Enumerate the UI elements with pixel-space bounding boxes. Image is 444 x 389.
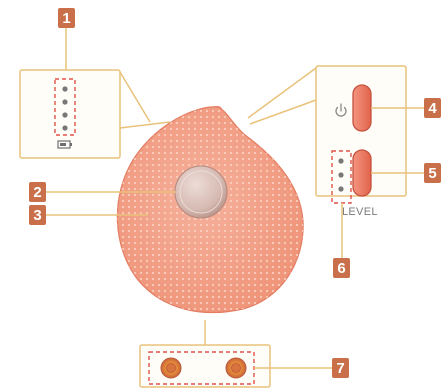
charging-contact-right-core <box>231 363 241 373</box>
level-label: LEVEL <box>342 206 378 218</box>
battery-lights-outline <box>54 78 76 136</box>
callout-badge-6: 6 <box>333 258 350 278</box>
panel-1-connector-bottom <box>119 121 171 129</box>
panel-1-connector-top <box>119 71 151 123</box>
battery-light-1 <box>62 86 68 92</box>
callout-badge-5: 5 <box>424 163 441 183</box>
callout-number-6: 6 <box>337 260 345 277</box>
callout-badge-3: 3 <box>29 205 46 225</box>
battery-icon <box>57 140 72 149</box>
panel-right-connector-bottom <box>249 99 317 125</box>
level-button <box>352 149 372 197</box>
battery-light-3 <box>62 112 68 118</box>
callout-number-1: 1 <box>62 10 70 27</box>
callout-number-5: 5 <box>428 165 436 182</box>
charging-contacts-callout <box>139 320 332 388</box>
buttons-callout: LEVEL <box>247 65 424 258</box>
callout-number-2: 2 <box>33 184 41 201</box>
power-icon <box>335 103 347 117</box>
callout-badge-7: 7 <box>332 358 349 378</box>
callout-number-3: 3 <box>33 207 41 224</box>
battery-indicator-panel <box>19 69 121 159</box>
device-body <box>116 106 304 314</box>
level-light-2 <box>338 172 344 178</box>
center-button <box>174 165 228 219</box>
callout-badge-1: 1 <box>58 8 75 28</box>
power-button <box>352 84 372 132</box>
charging-contact-left-core <box>166 363 176 373</box>
callout-badge-4: 4 <box>424 98 441 118</box>
callout-number-4: 4 <box>428 100 437 117</box>
level-light-3 <box>338 186 344 192</box>
battery-light-4 <box>62 125 68 131</box>
panel-right-connector-top <box>247 67 317 119</box>
center-button-highlight <box>179 170 223 214</box>
battery-indicator-callout <box>19 28 171 159</box>
callout-number-7: 7 <box>336 360 344 377</box>
callout-badge-2: 2 <box>29 182 46 202</box>
level-light-1 <box>338 158 344 164</box>
battery-light-2 <box>62 99 68 105</box>
